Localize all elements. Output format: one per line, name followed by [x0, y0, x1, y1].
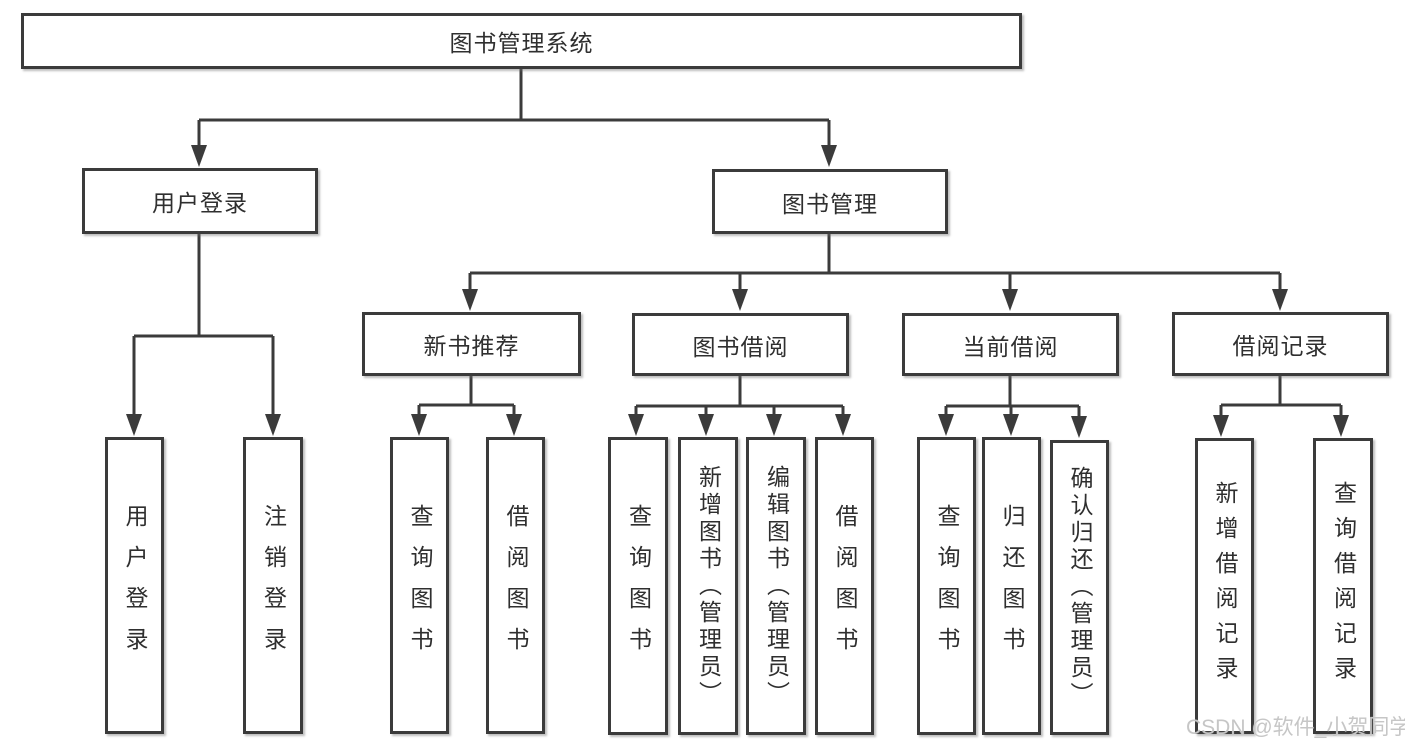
- node-borrow-books: 借阅图书: [486, 437, 545, 734]
- node-label: 新书推荐: [423, 333, 520, 359]
- node-new-book-recommend: 新书推荐: [362, 312, 581, 376]
- node-label: 当前借阅: [962, 333, 1059, 360]
- node-user-login: 用户登录: [82, 168, 318, 234]
- node-confirm-return-admin: 确认归还（管理员）: [1050, 440, 1109, 735]
- node-label: 新增图书（管理员）: [695, 464, 722, 708]
- node-label: 图书管理系统: [449, 30, 594, 56]
- node-query-books: 查询图书: [917, 437, 976, 735]
- node-book-management-system: 图书管理系统: [21, 13, 1022, 69]
- node-label: 图书借阅: [692, 333, 789, 360]
- node-add-books-admin: 新增图书（管理员）: [678, 437, 738, 735]
- node-label: 借阅图书: [503, 503, 529, 668]
- csdn-watermark: CSDN @软件_小贺同学: [1186, 716, 1405, 739]
- node-current-borrow: 当前借阅: [902, 313, 1119, 376]
- node-query-borrow-record: 查询借阅记录: [1313, 438, 1373, 734]
- node-edit-books-admin: 编辑图书（管理员）: [746, 437, 806, 735]
- node-label: 查询图书: [625, 504, 652, 668]
- node-label: 确认归还（管理员）: [1067, 466, 1093, 709]
- node-label: 用户登录: [152, 190, 248, 216]
- node-logout: 注销登录: [243, 437, 303, 734]
- node-borrow-books: 借阅图书: [815, 437, 874, 735]
- node-borrow-records: 借阅记录: [1172, 312, 1389, 376]
- node-label: 归还图书: [999, 504, 1025, 668]
- node-return-books: 归还图书: [982, 437, 1041, 735]
- node-label: 注销登录: [260, 503, 287, 668]
- node-label: 借阅图书: [832, 504, 858, 668]
- node-label: 查询图书: [407, 503, 433, 668]
- node-user-login-action: 用户登录: [105, 437, 164, 734]
- node-label: 编辑图书（管理员）: [763, 464, 790, 708]
- node-add-borrow-record: 新增借阅记录: [1195, 438, 1254, 734]
- node-query-books: 查询图书: [390, 437, 449, 734]
- node-label: 查询图书: [934, 504, 960, 668]
- node-label: 用户登录: [122, 503, 148, 668]
- node-book-borrow: 图书借阅: [632, 313, 849, 376]
- node-label: 图书管理: [782, 190, 878, 217]
- node-book-management: 图书管理: [712, 169, 948, 234]
- node-label: 新增借阅记录: [1212, 481, 1238, 691]
- node-label: 借阅记录: [1232, 333, 1329, 359]
- node-label: 查询借阅记录: [1330, 481, 1357, 691]
- node-query-books: 查询图书: [608, 437, 668, 735]
